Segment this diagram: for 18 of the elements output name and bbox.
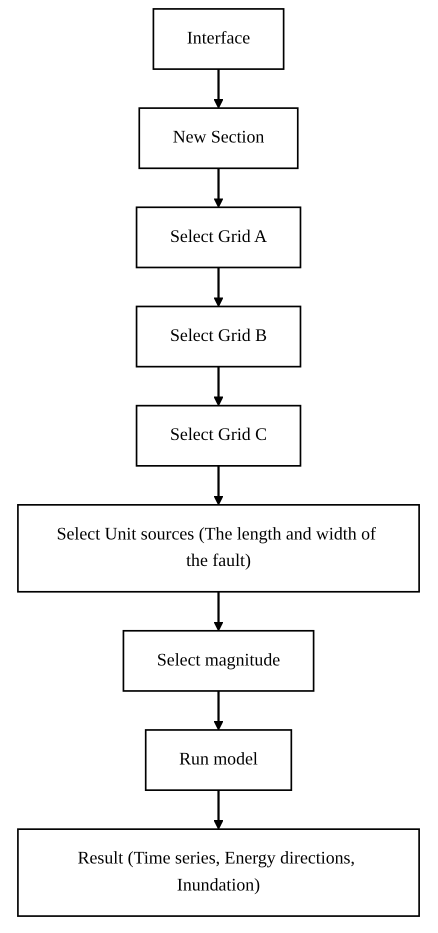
arrow bbox=[214, 790, 224, 830]
arrow bbox=[214, 466, 224, 506]
node-box bbox=[123, 630, 315, 692]
node-box bbox=[18, 828, 420, 917]
node-box bbox=[153, 8, 285, 70]
flowchart: Interface New Section Select Grid A Select Grid B Select Grid C Select Unit sources (The length and width of the fault) Select magnitude Run model Result (Time series, Energy directions, Inundation) bbox=[9, 0, 429, 925]
node-box bbox=[138, 107, 300, 170]
node-box bbox=[136, 306, 302, 368]
node-box bbox=[136, 404, 302, 467]
arrow bbox=[214, 168, 224, 208]
arrow bbox=[214, 366, 224, 406]
node-box bbox=[18, 504, 420, 593]
arrow bbox=[214, 69, 224, 109]
arrow bbox=[214, 592, 224, 632]
node-box bbox=[136, 206, 302, 268]
arrow bbox=[214, 690, 224, 730]
arrow bbox=[214, 267, 224, 307]
node-box bbox=[145, 729, 293, 791]
